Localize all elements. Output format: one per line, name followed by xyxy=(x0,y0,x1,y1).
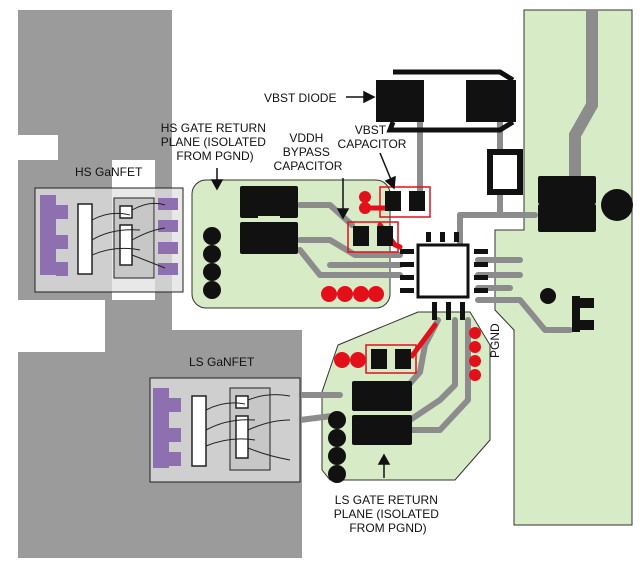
vddh-bypass-capacitor-highlight xyxy=(347,221,399,253)
ls-gate-components xyxy=(328,381,412,483)
vbst-capacitor-label: VBST CAPACITOR xyxy=(338,123,407,151)
ls-ganfet-package xyxy=(149,377,301,483)
hs-ganfet-package xyxy=(34,187,184,293)
vddh-bypass-capacitor-label: VDDH BYPASS CAPACITOR xyxy=(274,131,343,173)
vbst-diode-label: VBST DIODE xyxy=(264,91,336,105)
hs-ganfet-label: HS GaNFET xyxy=(75,165,143,179)
ls-ganfet-label: LS GaNFET xyxy=(189,355,255,369)
callout-arrows xyxy=(210,90,396,478)
right-components xyxy=(487,149,633,332)
ls-bypass-capacitor-highlight xyxy=(365,344,417,374)
driver-ic xyxy=(400,232,488,320)
ls-gate-return-label: LS GATE RETURN PLANE (ISOLATED FROM PGND… xyxy=(334,493,442,535)
right-pgnd-plane xyxy=(494,9,633,526)
vias xyxy=(321,191,481,381)
hs-gate-return-label: HS GATE RETURN PLANE (ISOLATED FROM PGND… xyxy=(161,121,269,163)
vbst-diode xyxy=(376,69,516,133)
vbst-capacitor-highlight xyxy=(379,186,431,218)
hs-gate-components xyxy=(203,186,298,299)
pgnd-label: PGND xyxy=(488,323,502,358)
